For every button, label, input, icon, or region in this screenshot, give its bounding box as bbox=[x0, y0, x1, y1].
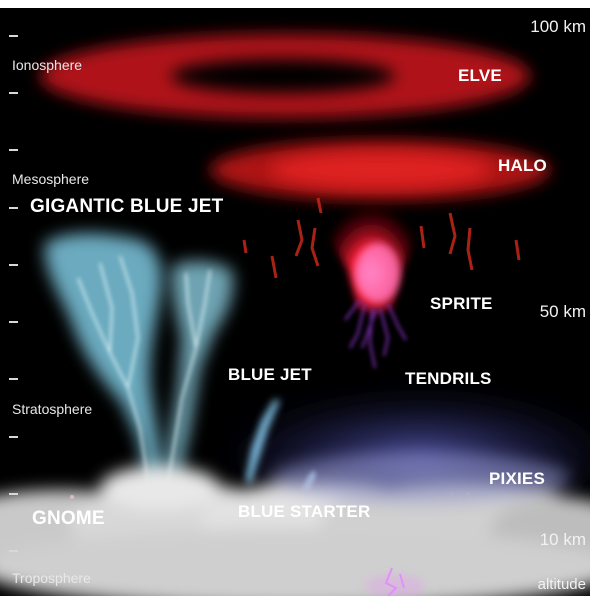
label-sprite: SPRITE bbox=[430, 294, 493, 313]
altitude-tick bbox=[9, 378, 18, 380]
illustration bbox=[0, 34, 590, 596]
altitude-tick bbox=[9, 149, 18, 151]
blue-jet bbox=[246, 400, 280, 486]
label-gigantic-blue-jet: GIGANTIC BLUE JET bbox=[30, 196, 224, 217]
layer-mesosphere: Mesosphere bbox=[12, 171, 90, 187]
altitude-label-10km: 10 km bbox=[539, 530, 586, 549]
sprite-discharge bbox=[327, 198, 415, 369]
altitude-tick bbox=[9, 436, 18, 438]
altitude-label-50km: 50 km bbox=[539, 302, 586, 321]
halo-glow bbox=[210, 140, 550, 200]
night-sky-panel: Ionosphere Mesosphere Stratosphere Tropo… bbox=[0, 8, 590, 596]
thunderclouds bbox=[0, 453, 590, 596]
layer-ionosphere: Ionosphere bbox=[12, 57, 83, 73]
label-blue-starter: BLUE STARTER bbox=[238, 502, 371, 521]
label-blue-jet: BLUE JET bbox=[228, 365, 312, 384]
altitude-tick bbox=[9, 321, 18, 323]
label-tendrils: TENDRILS bbox=[405, 369, 492, 388]
altitude-tick bbox=[9, 92, 18, 94]
altitude-tick bbox=[9, 550, 18, 552]
red-streamers bbox=[242, 197, 521, 279]
layer-stratosphere: Stratosphere bbox=[12, 401, 93, 417]
elve-ring bbox=[40, 34, 530, 118]
altitude-tick bbox=[9, 493, 18, 495]
label-gnome: GNOME bbox=[32, 508, 105, 529]
altitude-tick bbox=[9, 207, 18, 209]
altitude-label-100km: 100 km bbox=[530, 17, 586, 36]
label-elve: ELVE bbox=[458, 66, 502, 85]
altitude-tick bbox=[9, 35, 18, 37]
altitude-tick bbox=[9, 264, 18, 266]
label-pixies: PIXIES bbox=[489, 469, 546, 488]
altitude-axis-label: altitude bbox=[537, 576, 586, 593]
layer-troposphere: Troposphere bbox=[12, 570, 91, 586]
label-halo: HALO bbox=[498, 156, 547, 175]
gigantic-blue-jet bbox=[44, 233, 234, 513]
